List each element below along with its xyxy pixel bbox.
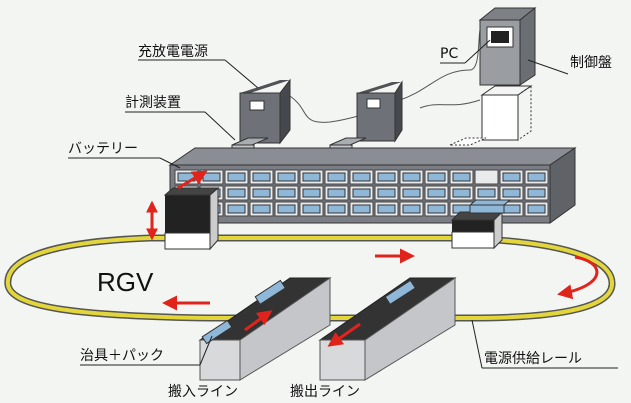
battery-cell [452,188,471,198]
battery-cell [352,172,371,182]
battery-cell [302,204,321,214]
battery-cell [302,188,321,198]
battery-cell [277,172,296,182]
battery-cell [352,188,371,198]
battery-cell [527,188,546,198]
battery-cell [427,204,446,214]
rack-bay [474,169,499,185]
power-rail-label: 電源供給レール [484,351,582,367]
measuring-device-3 [449,137,487,146]
battery-cell [252,188,271,198]
battery-cell [502,204,521,214]
battery-cell [377,188,396,198]
battery-label: バッテリー [68,141,138,157]
battery-cell [527,204,546,214]
control-panel-unit [480,85,533,141]
jig-pack-label: 治具＋パック [80,348,164,364]
battery-cell [527,172,546,182]
control-panel-label: 制御盤 [570,55,612,71]
battery-cell [377,172,396,182]
flow-arrows [146,170,599,347]
battery-rack [168,147,577,224]
unloading-line-label: 搬出ライン [290,384,360,400]
battery-cell [402,204,421,214]
rgv-label: RGV [97,267,154,297]
charger-power-unit-2 [356,80,403,143]
measuring-device-label: 計測装置 [125,95,181,111]
battery-cell [427,188,446,198]
battery-cell [452,172,471,182]
battery-cell [377,204,396,214]
battery-cell [502,188,521,198]
battery-cell [252,172,271,182]
battery-cell [502,172,521,182]
battery-cell [302,172,321,182]
pc-label: PC [440,46,459,62]
loading-line-label: 搬入ライン [168,384,238,400]
pc-unit [478,6,537,86]
battery-cell [227,204,246,214]
leader-lines [68,39,618,369]
charger-power-unit-1 [239,78,291,145]
battery-cell [402,172,421,182]
battery-cell [252,204,271,214]
battery-cell [327,188,346,198]
rgv-unit-left [163,186,220,251]
battery-cell [277,188,296,198]
power-rail-loop [4,234,616,322]
battery-cell [352,204,371,214]
battery-cell [327,204,346,214]
rgv-unit-right [450,199,512,250]
battery-cell [427,172,446,182]
charger-power-label: 充放電電源 [138,44,208,60]
unloading-line-conveyor [318,277,457,381]
battery-cell [327,172,346,182]
battery-cell [402,188,421,198]
battery-cell [202,172,221,182]
battery-cell [227,172,246,182]
battery-cell [277,204,296,214]
battery-cell [477,188,496,198]
loading-line-conveyor [198,277,332,381]
battery-cell [227,188,246,198]
